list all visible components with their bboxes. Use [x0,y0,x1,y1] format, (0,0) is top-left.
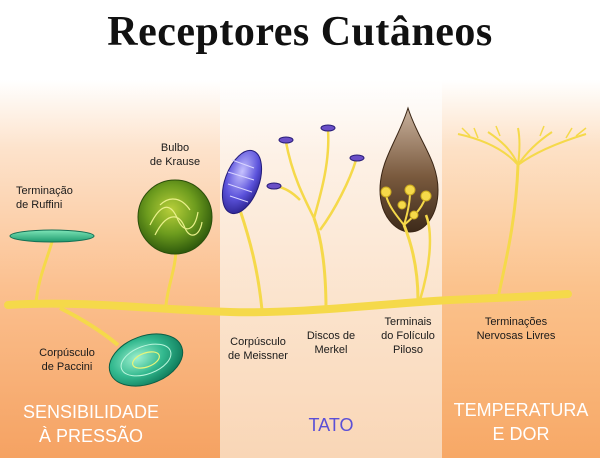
merkel-discs [266,124,365,311]
pacini-corpuscle [59,306,184,387]
category-touch: TATO [308,415,354,435]
ruffini-ending [9,229,95,304]
hair-follicle [379,106,439,301]
nerve-trunk [4,290,572,317]
krause-bulb [137,179,213,306]
meissner-corpuscle [221,149,264,311]
free-nerve-endings [457,125,587,299]
pressure-panel [0,80,220,458]
temperature-panel [442,80,600,458]
page-title: Receptores Cutâneos [107,9,493,55]
